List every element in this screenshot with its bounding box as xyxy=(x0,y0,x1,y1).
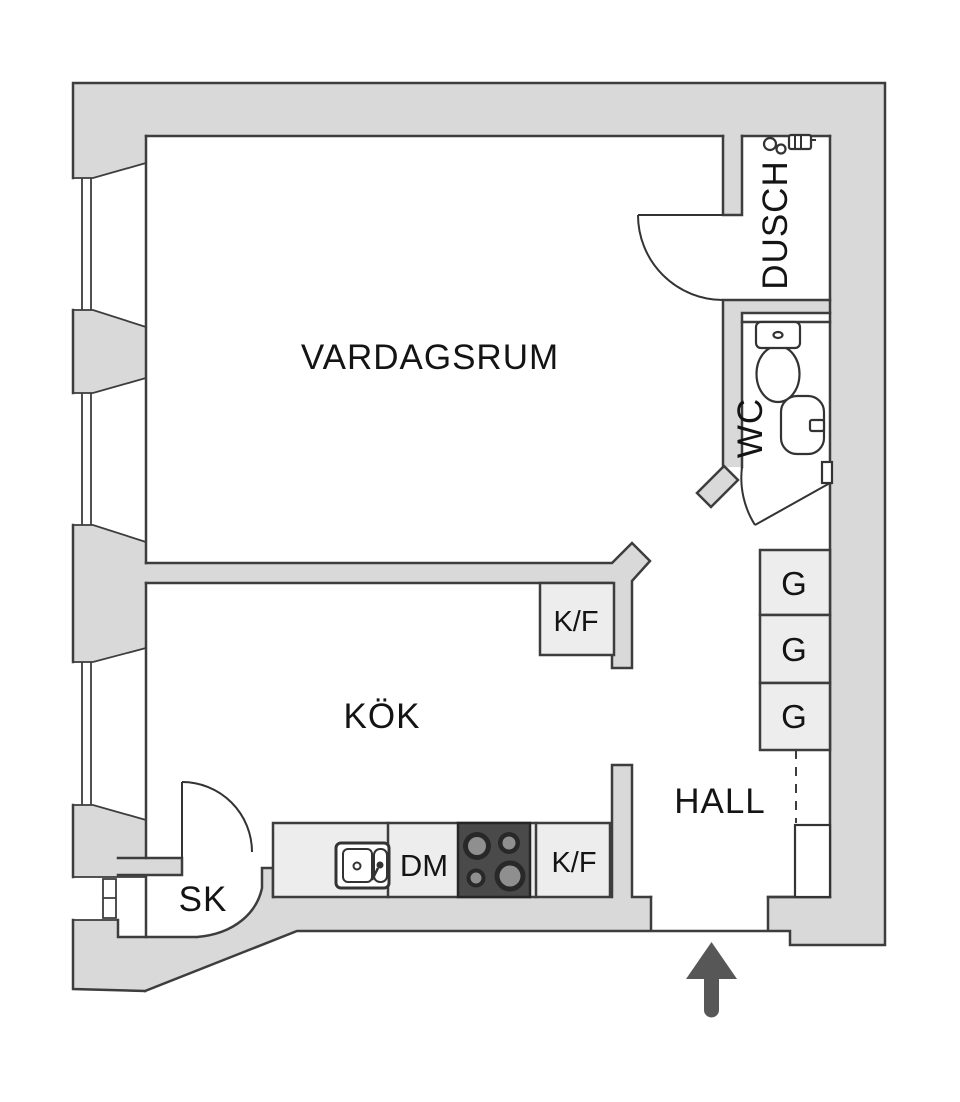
burner-center xyxy=(502,836,516,850)
label-wardrobe-2: G xyxy=(781,631,807,668)
outline-angled-stub xyxy=(695,464,740,509)
label-fridge-freezer-kitchen: K/F xyxy=(551,847,596,879)
dusch-door-arc xyxy=(637,214,724,301)
wall-dusch-bottom xyxy=(723,300,830,313)
hall-storage xyxy=(758,548,832,899)
wardrobe-1 xyxy=(758,548,832,617)
washbasin-icon xyxy=(779,394,826,456)
label-fridge-freezer-upper: K/F xyxy=(553,606,598,638)
shower-mixer-icon xyxy=(762,133,816,155)
wall-right-and-boot xyxy=(768,83,885,945)
room-label-living-room: VARDAGSRUM xyxy=(301,338,559,377)
kitchen-door-arc xyxy=(181,781,253,853)
bathroom-fixtures xyxy=(754,133,826,456)
outline-kitchen-hall-stub xyxy=(610,763,653,899)
window-closet-small-lines xyxy=(73,876,146,921)
wall-stub-dusch-left xyxy=(723,136,742,215)
wall-bottom-left-mass xyxy=(73,868,651,991)
outline-dusch-bottom xyxy=(721,298,832,469)
room-label-closet: SK xyxy=(179,880,228,919)
hall-niche xyxy=(793,823,832,899)
wall-angled-stub xyxy=(697,466,738,507)
label-wardrobe-3: G xyxy=(781,698,807,735)
label-dishwasher: DM xyxy=(400,848,448,883)
wall-divider-livingroom-kitchen xyxy=(146,543,650,668)
entry-arrow-icon xyxy=(686,942,737,1018)
toilet-icon xyxy=(754,320,802,404)
fridge-freezer-upper-box xyxy=(538,581,616,657)
room-label-wc: WC xyxy=(731,398,770,458)
burner-center xyxy=(499,865,521,887)
wall-top xyxy=(73,83,885,136)
window-livingroom-upper-lines xyxy=(73,162,147,328)
room-label-shower: DUSCH xyxy=(756,160,795,289)
burner-center xyxy=(468,837,486,855)
window-kitchen xyxy=(73,648,146,820)
labels: VARDAGSRUM KÖK HALL SK DUSCH WC DM K/F K… xyxy=(179,160,807,919)
windows xyxy=(73,162,147,921)
kitchen-sink-icon xyxy=(334,841,391,890)
doors xyxy=(181,214,834,858)
label-wardrobe-1: G xyxy=(781,565,807,602)
room-label-hall: HALL xyxy=(674,782,766,821)
entry-arrow-shaft xyxy=(704,977,719,1018)
room-label-kitchen: KÖK xyxy=(344,697,421,736)
wall-wc-left-band xyxy=(723,313,742,467)
wall-kitchen-hall-stub xyxy=(612,765,632,897)
wardrobe-2 xyxy=(758,613,832,685)
counter-run xyxy=(271,821,612,899)
window-kitchen-lines xyxy=(73,647,147,821)
burner-center xyxy=(470,872,482,884)
window-livingroom-lower xyxy=(73,378,146,542)
outline-stub-dusch-left xyxy=(721,134,744,217)
kitchen-counter xyxy=(271,821,612,899)
wall-sk-top xyxy=(118,858,182,875)
wc-door-leaf xyxy=(754,482,831,526)
outline-closet xyxy=(116,856,275,939)
window-livingroom-lower-lines xyxy=(73,377,147,543)
window-livingroom-upper xyxy=(73,163,146,327)
stove-burners xyxy=(463,832,526,892)
wc-door-jamb xyxy=(820,460,834,485)
wc-door-arc xyxy=(740,466,756,526)
entry-arrow-head xyxy=(686,942,737,979)
